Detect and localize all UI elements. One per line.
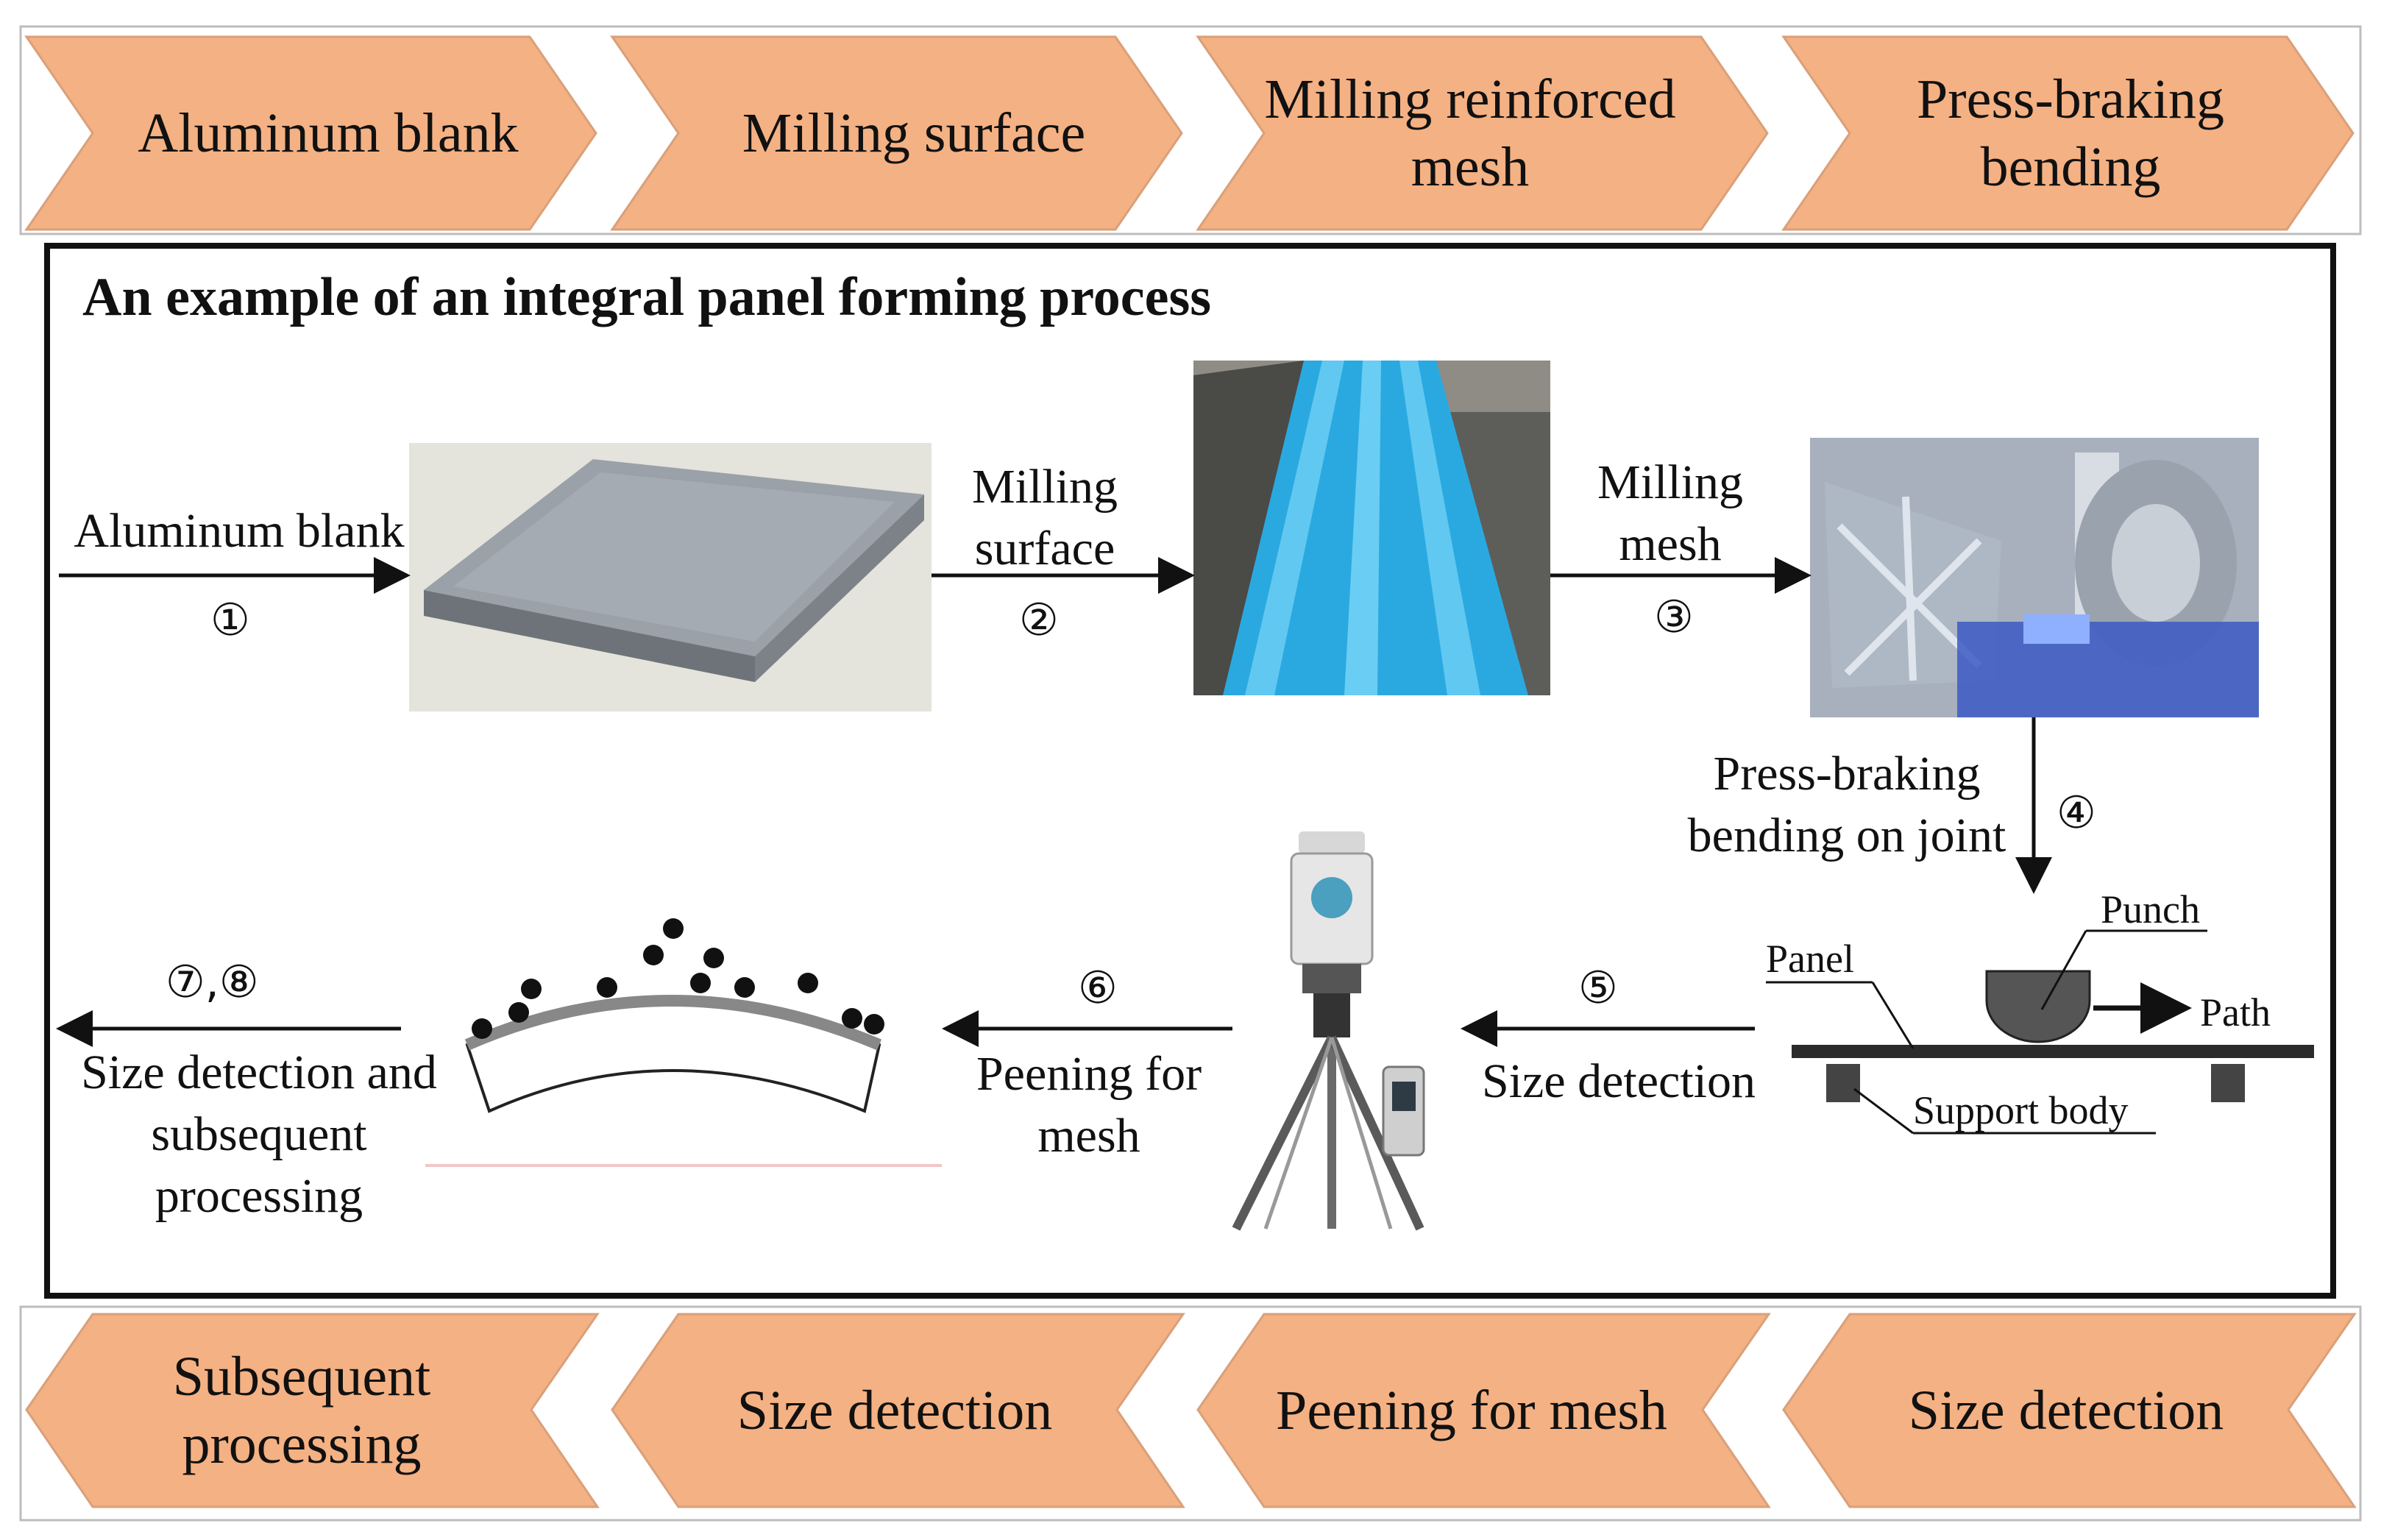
punch-label: Punch — [2101, 887, 2200, 932]
support-body-label: Support body — [1913, 1088, 2129, 1132]
step-3-label: Milling mesh — [1597, 455, 1744, 571]
shot-ball — [643, 945, 664, 965]
bottom-chevron-1 — [25, 1313, 600, 1508]
bottom-step-4-label: Size detection — [1908, 1380, 2224, 1441]
step-2-number: ② — [1019, 595, 1059, 646]
bottom-chevron-3 — [1196, 1313, 1771, 1508]
support-leader — [1853, 1087, 1914, 1135]
shot-ball — [734, 977, 755, 998]
step-4-label: Press-braking bending on joint — [1687, 747, 2006, 862]
panel-plate — [1792, 1045, 2314, 1058]
top-chevron-4 — [1781, 35, 2355, 231]
shot-ball — [703, 948, 724, 968]
milling-machine-photo — [1810, 438, 2259, 717]
step-2-label: Milling surface — [971, 460, 1118, 575]
panel-leader — [1871, 982, 1915, 1049]
bottom-chevron-2 — [611, 1313, 1185, 1508]
theodolite-photo — [1221, 824, 1449, 1236]
shot-ball — [521, 979, 542, 999]
shot-ball — [842, 1008, 862, 1029]
milled-surface-photo — [1193, 361, 1550, 695]
shot-ball — [508, 1002, 529, 1023]
step-3-number: ③ — [1654, 592, 1694, 643]
bottom-step-2-label: Size detection — [737, 1380, 1053, 1441]
bottom-chevron-4 — [1782, 1313, 2357, 1508]
shot-ball — [864, 1014, 884, 1035]
shot-ball — [663, 918, 684, 939]
bottom-step-1-label: Subsequent processing — [172, 1346, 431, 1475]
step-78-number: ⑦,⑧ — [166, 957, 259, 1008]
top-step-3-label: Milling reinforced mesh — [1264, 68, 1676, 198]
punch-shape — [1985, 970, 2091, 1043]
step-78-label: Size detection and subsequent processing — [81, 1046, 437, 1223]
step-1-number: ① — [210, 595, 250, 646]
top-step-1-label: Aluminum blank — [138, 102, 519, 164]
step-6-label: Peening for mesh — [976, 1047, 1202, 1163]
shot-ball — [472, 1018, 492, 1039]
top-chevron-2 — [610, 35, 1183, 231]
bottom-step-3-label: Peening for mesh — [1276, 1380, 1667, 1441]
punch-leader — [2040, 930, 2087, 1010]
step-1-label: Aluminum blank — [74, 504, 405, 558]
shot-ball — [798, 973, 818, 993]
top-step-4-label: Press-braking bending — [1917, 68, 2224, 198]
support-right — [2211, 1064, 2245, 1102]
step-5-number: ⑤ — [1578, 962, 1618, 1014]
top-chevron-3 — [1196, 35, 1769, 231]
bottom-chevron-band — [19, 1305, 2362, 1522]
path-label: Path — [2200, 990, 2271, 1035]
press-brake-schematic — [1766, 929, 2314, 1135]
shot-ball — [690, 973, 711, 993]
top-step-2-label: Milling surface — [742, 102, 1086, 164]
aluminum-blank-photo — [409, 443, 932, 712]
example-process-box — [44, 243, 2336, 1299]
step-6-number: ⑥ — [1078, 962, 1118, 1014]
peening-schematic — [425, 918, 942, 1167]
top-chevron-1 — [24, 35, 597, 231]
support-left — [1826, 1064, 1860, 1102]
step-4-number: ④ — [2057, 787, 2096, 839]
step-5-label: Size detection — [1481, 1054, 1756, 1108]
shot-ball — [597, 977, 617, 998]
top-chevron-band — [19, 25, 2362, 235]
panel-label: Panel — [1766, 937, 1854, 981]
example-title: An example of an integral panel forming … — [82, 267, 1212, 327]
